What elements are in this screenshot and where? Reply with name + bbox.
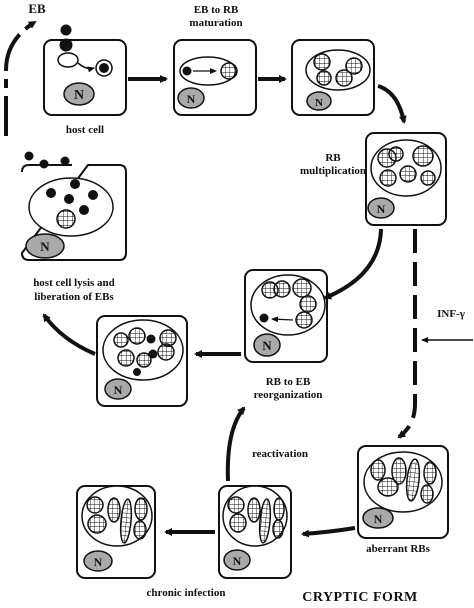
host-cell-lysis-cell (20, 151, 127, 261)
aberrant-rbs-label: aberrant RBs (366, 543, 430, 555)
nucleus-label: N (74, 88, 84, 103)
nucleus-label: N (94, 555, 103, 569)
lysis-label-line2: liberation of EBs (34, 291, 114, 303)
nucleus-label: N (374, 512, 383, 526)
nucleus-label: N (233, 554, 242, 568)
arrow-aberrant-to-cryptic (301, 526, 356, 538)
cycle-arrows (3, 20, 473, 538)
eb-particle (99, 63, 109, 73)
arrow-mixed-to-lysis (42, 313, 96, 356)
rb-growth-cell (291, 39, 375, 116)
rb-to-eb-label-line2: reorganization (253, 389, 323, 401)
inf-gamma-label: INF-γ (437, 308, 465, 320)
inclusion-vacuole (57, 52, 79, 68)
aberrant-rbs-cell (357, 445, 449, 539)
rb-multiplication-label-line1: RB (325, 152, 341, 164)
nucleus-labels: N N N N N N N N N N (40, 88, 385, 569)
rb-particle (220, 62, 238, 80)
nucleus-label: N (40, 239, 50, 254)
host-cell-label: host cell (65, 124, 105, 136)
nucleus-label: N (114, 383, 123, 397)
mixed-rb-eb-cell (96, 315, 188, 407)
lysis-label-line1: host cell lysis and (33, 277, 115, 289)
nucleus-shape (63, 82, 95, 106)
eb-label: EB (28, 1, 46, 16)
nucleus-label: N (315, 97, 323, 109)
eb-to-rb-maturation-cell (173, 39, 257, 116)
eb-particle (182, 66, 192, 76)
host-cell (43, 24, 127, 116)
arrow-reactivation (225, 406, 246, 482)
chronic-infection-cell (76, 485, 156, 579)
cryptic-form-label: CRYPTIC FORM (302, 590, 418, 605)
nucleus-label: N (187, 92, 196, 106)
arrow-lysis-to-eb (3, 20, 37, 136)
chronic-infection-label: chronic infection (146, 587, 226, 599)
nucleus-label: N (377, 202, 386, 216)
nucleus-label: N (262, 338, 272, 353)
eb-particle (59, 38, 73, 52)
eb-particle (60, 24, 72, 36)
rb-multiplication-label-line2: multiplication (299, 165, 366, 177)
arrow-growth-to-multiplication (377, 84, 407, 124)
rb-multiplication-cell (365, 132, 447, 226)
rb-to-eb-label-line1: RB to EB (265, 376, 311, 388)
rb-to-eb-reorganization-cell (244, 269, 328, 363)
cryptic-cell-middle (218, 485, 292, 579)
arrow-multiplication-to-reorganization (323, 228, 383, 300)
reactivation-label: reactivation (251, 448, 308, 460)
arrow-multiplication-to-aberrant (397, 229, 417, 439)
eb-to-rb-label-line2: maturation (189, 17, 243, 29)
eb-to-rb-label-line1: EB to RB (193, 4, 239, 16)
